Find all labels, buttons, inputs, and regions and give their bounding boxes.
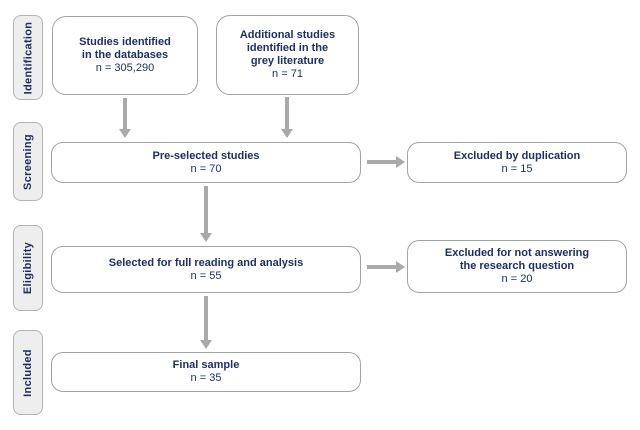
box-studies-identified-databases: Studies identified in the databases n = … <box>52 16 198 95</box>
arrow-stem <box>367 160 396 164</box>
arrow-selected-to-final <box>200 296 212 349</box>
box-label-line: identified in the <box>246 42 329 54</box>
arrow-head-down-icon <box>119 129 131 138</box>
box-label-line: Final sample <box>172 359 240 371</box>
arrow-databases-to-preselected <box>119 98 131 138</box>
box-count: n = 305,290 <box>95 62 155 74</box>
arrow-head-right-icon <box>396 156 405 168</box>
arrow-preselected-to-selected <box>200 186 212 242</box>
box-label-line: Excluded for not answering <box>444 247 590 259</box>
box-label-line: Excluded by duplication <box>453 149 581 162</box>
box-count: n = 55 <box>190 269 222 282</box>
box-label-line: Selected for full reading and analysis <box>108 256 304 269</box>
box-final-sample: Final sample n = 35 <box>51 352 361 392</box>
box-label-line: Additional studies <box>239 29 336 41</box>
stage-pill-included: Included <box>13 330 43 415</box>
stage-label-identification: Identification <box>22 21 34 94</box>
box-selected-full-reading: Selected for full reading and analysis n… <box>51 246 361 293</box>
box-count: n = 20 <box>501 273 533 285</box>
box-label-line: grey literature <box>250 55 325 67</box>
arrow-stem <box>123 98 127 129</box>
arrow-stem <box>367 265 396 269</box>
box-count: n = 70 <box>190 162 222 175</box>
box-pre-selected-studies: Pre-selected studies n = 70 <box>51 142 361 183</box>
arrow-stem <box>204 296 208 340</box>
stage-label-included: Included <box>22 348 34 397</box>
arrow-selected-to-excluded-notanswering <box>367 261 405 273</box>
arrow-head-down-icon <box>200 340 212 349</box>
arrow-greyliterature-to-preselected <box>281 97 293 138</box>
arrow-stem <box>285 97 289 129</box>
stage-pill-eligibility: Eligibility <box>13 225 43 311</box>
box-excluded-by-duplication: Excluded by duplication n = 15 <box>407 142 627 183</box>
arrow-head-right-icon <box>396 261 405 273</box>
box-label-line: in the databases <box>81 49 169 61</box>
box-label-line: Pre-selected studies <box>152 149 260 162</box>
arrow-stem <box>204 186 208 233</box>
box-excluded-not-answering: Excluded for not answering the research … <box>407 240 627 293</box>
box-count: n = 35 <box>190 372 222 384</box>
arrow-head-down-icon <box>281 129 293 138</box>
stage-label-screening: Screening <box>22 133 35 190</box>
arrow-head-down-icon <box>200 233 212 242</box>
box-label-line: the research question <box>459 260 575 272</box>
box-count: n = 71 <box>272 68 303 80</box>
stage-pill-identification: Identification <box>13 15 43 100</box>
box-label-line: Studies identified <box>79 36 171 48</box>
box-count: n = 15 <box>501 162 533 175</box>
box-additional-studies-grey-literature: Additional studies identified in the gre… <box>216 15 359 95</box>
stage-pill-screening: Screening <box>13 122 43 201</box>
arrow-preselected-to-excluded-duplication <box>367 156 405 168</box>
stage-label-eligibility: Eligibility <box>22 241 35 295</box>
